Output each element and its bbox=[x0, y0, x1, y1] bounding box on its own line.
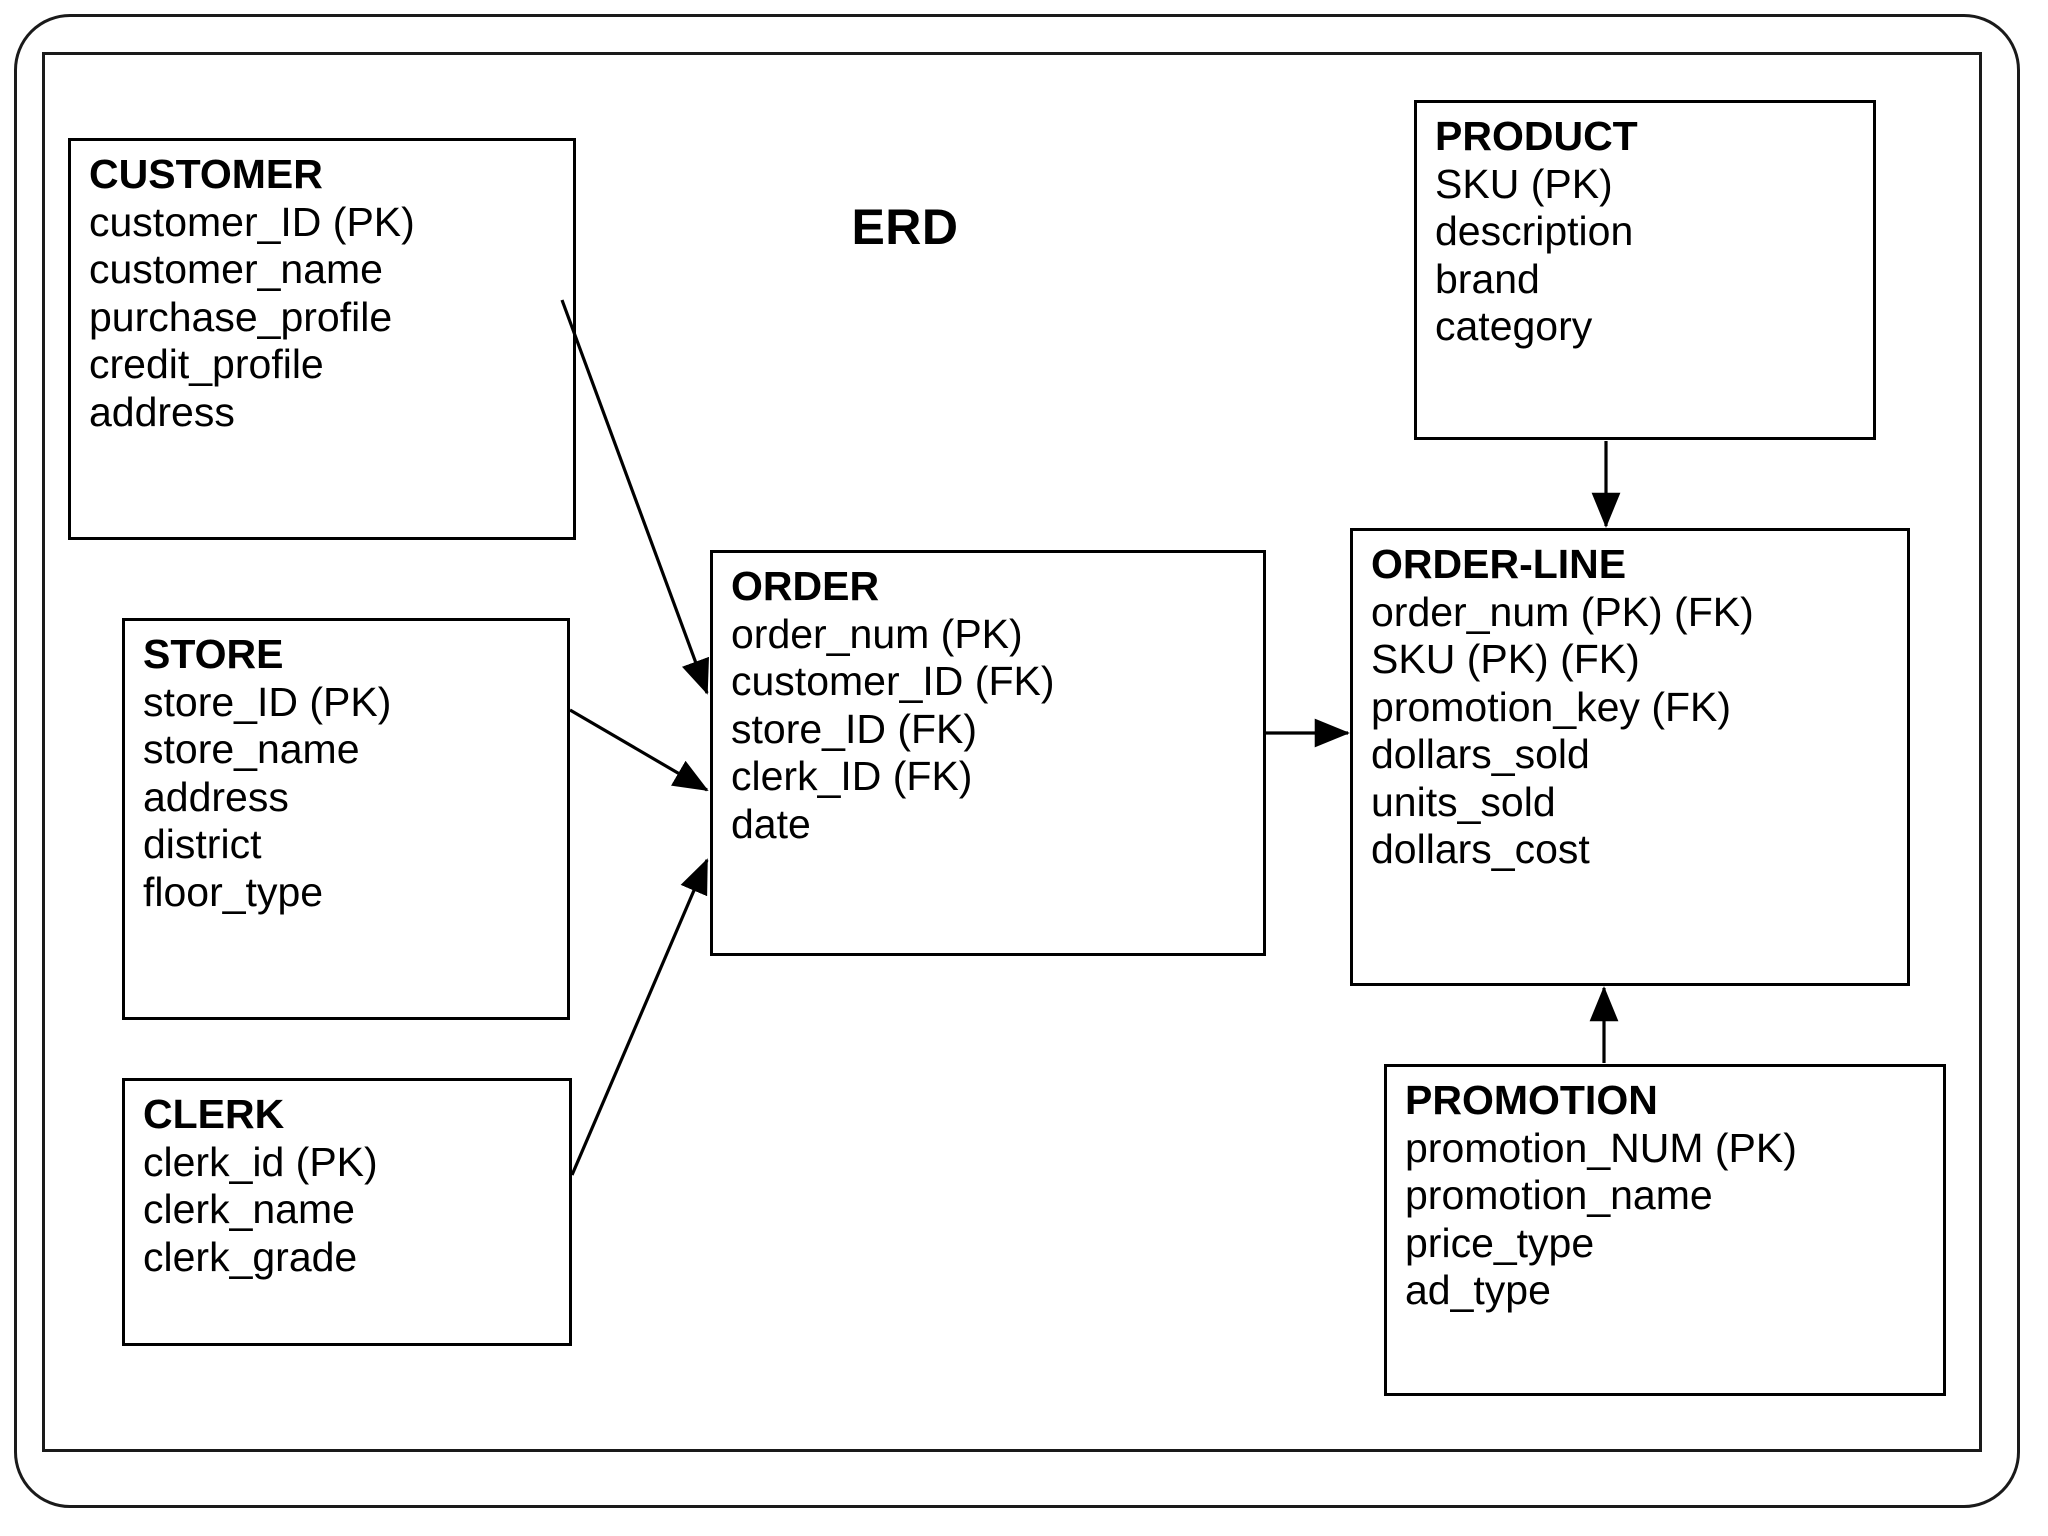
entity-promotion-attribute: ad_type bbox=[1405, 1267, 1551, 1314]
entity-customer-attribute: customer_ID (PK) bbox=[89, 198, 415, 245]
entity-customer-attribute: address bbox=[89, 388, 235, 435]
entity-order-line-name: ORDER-LINE bbox=[1371, 541, 1627, 587]
entity-order-line-attribute: dollars_sold bbox=[1371, 731, 1590, 778]
entity-customer-name: CUSTOMER bbox=[89, 151, 323, 197]
entity-order[interactable]: ORDER order_num (PK) customer_ID (FK) st… bbox=[710, 550, 1266, 956]
entity-order-attribute: clerk_ID (FK) bbox=[731, 753, 973, 800]
entity-customer-attribute: customer_name bbox=[89, 246, 383, 293]
entity-clerk-name: CLERK bbox=[143, 1091, 285, 1137]
entity-clerk-attribute: clerk_name bbox=[143, 1186, 355, 1233]
entity-product-attribute: description bbox=[1435, 208, 1634, 255]
entity-promotion-attribute: promotion_name bbox=[1405, 1172, 1713, 1219]
diagram-title: ERD bbox=[851, 199, 959, 255]
entity-order-line-attribute: units_sold bbox=[1371, 778, 1556, 825]
entity-order-attribute: customer_ID (FK) bbox=[731, 658, 1055, 705]
outer-frame-border bbox=[14, 14, 2020, 1508]
entity-product-attribute: SKU (PK) bbox=[1435, 160, 1613, 207]
entity-order-name: ORDER bbox=[731, 563, 880, 609]
entity-order-attribute: order_num (PK) bbox=[731, 610, 1023, 657]
entity-store[interactable]: STORE store_ID (PK) store_name address d… bbox=[122, 618, 570, 1020]
entity-order-attribute: date bbox=[731, 800, 811, 847]
entity-product-attribute: brand bbox=[1435, 255, 1540, 302]
entity-store-attribute: floor_type bbox=[143, 868, 324, 915]
entity-order-line-attribute: SKU (PK) (FK) bbox=[1371, 636, 1640, 683]
entity-store-attribute: address bbox=[143, 773, 289, 820]
entity-order-line[interactable]: ORDER-LINE order_num (PK) (FK) SKU (PK) … bbox=[1350, 528, 1910, 986]
inner-frame-border bbox=[42, 52, 1982, 1452]
entity-store-attribute: store_ID (PK) bbox=[143, 678, 392, 725]
entity-customer[interactable]: CUSTOMER customer_ID (PK) customer_name … bbox=[68, 138, 576, 540]
entity-order-line-attribute: order_num (PK) (FK) bbox=[1371, 588, 1754, 635]
entity-store-name: STORE bbox=[143, 631, 284, 677]
entity-clerk-attribute: clerk_grade bbox=[143, 1233, 358, 1280]
entity-order-line-attribute: dollars_cost bbox=[1371, 826, 1590, 873]
entity-order-attribute: store_ID (FK) bbox=[731, 705, 978, 752]
entity-customer-attribute: purchase_profile bbox=[89, 293, 393, 340]
entity-clerk[interactable]: CLERK clerk_id (PK) clerk_name clerk_gra… bbox=[122, 1078, 572, 1346]
entity-promotion[interactable]: PROMOTION promotion_NUM (PK) promotion_n… bbox=[1384, 1064, 1946, 1396]
entity-store-attribute: district bbox=[143, 821, 262, 868]
entity-store-attribute: store_name bbox=[143, 726, 360, 773]
entity-product-name: PRODUCT bbox=[1435, 113, 1638, 159]
entity-promotion-name: PROMOTION bbox=[1405, 1077, 1658, 1123]
entity-clerk-attribute: clerk_id (PK) bbox=[143, 1138, 378, 1185]
entity-product[interactable]: PRODUCT SKU (PK) description brand categ… bbox=[1414, 100, 1876, 440]
entity-customer-attribute: credit_profile bbox=[89, 341, 324, 388]
entity-promotion-attribute: promotion_NUM (PK) bbox=[1405, 1124, 1797, 1171]
entity-product-attribute: category bbox=[1435, 303, 1593, 350]
entity-order-line-attribute: promotion_key (FK) bbox=[1371, 683, 1732, 730]
entity-promotion-attribute: price_type bbox=[1405, 1219, 1595, 1266]
